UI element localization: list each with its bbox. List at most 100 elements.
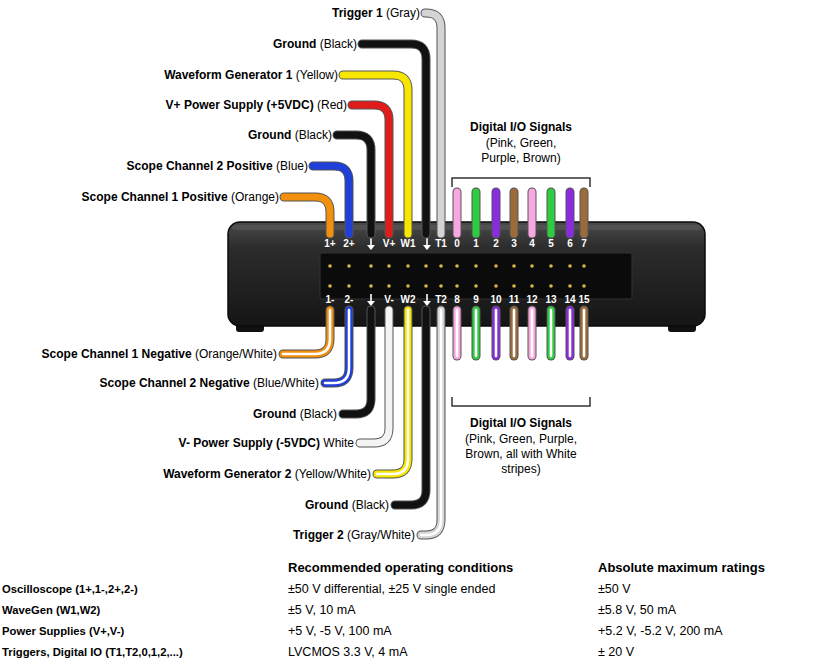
digital-wire xyxy=(453,192,462,234)
wire-label: Ground xyxy=(248,128,291,142)
device-body xyxy=(228,222,705,332)
pin-label: 1- xyxy=(326,294,335,305)
table-cell: ±5.8 V, 50 mA xyxy=(598,603,676,617)
wire-stripe xyxy=(583,310,586,356)
table-cell-line: ±50 V differential, ±25 V single ended xyxy=(288,581,495,597)
wire-label: (Orange/White) xyxy=(195,347,277,361)
pin-label-line: 2- xyxy=(338,292,360,308)
pin-dot xyxy=(568,264,572,268)
pin-label: W2 xyxy=(401,294,416,305)
group-description: (Pink, Green, Purple, Brown, all with Wh… xyxy=(465,432,577,476)
ground-symbol xyxy=(367,238,431,306)
wire-label: (Orange) xyxy=(231,190,279,204)
pin-label: 2+ xyxy=(343,238,354,249)
wire-stripe xyxy=(550,310,553,356)
pin-label-line: V- xyxy=(378,292,400,308)
pin-label: 8 xyxy=(454,294,460,305)
table-row-header: Triggers, Digital IO (T1,T2,0,1,2,...) xyxy=(2,646,183,658)
wire-label: (Black) xyxy=(295,128,332,142)
pin-label: 5 xyxy=(548,238,554,249)
wire xyxy=(283,310,441,535)
group-description-line: (Pink, Green, Purple, Brown) xyxy=(471,136,571,166)
digital-wire xyxy=(492,192,501,234)
wire-label: Waveform Generator 2 xyxy=(163,467,291,481)
pin-label-line: 1 xyxy=(465,236,487,252)
pin-label: 0 xyxy=(454,238,460,249)
table-header-line: Recommended operating conditions xyxy=(288,560,513,576)
wire-label-line: Ground (Black) xyxy=(273,36,357,52)
digital-wire xyxy=(567,192,574,234)
digital-wire xyxy=(529,192,536,234)
digital-wire xyxy=(547,192,556,234)
wire-label-line: Ground (Black) xyxy=(248,127,332,143)
table-row-header: Power Supplies (V+,V-) xyxy=(2,625,124,637)
wire-label: (Yellow/White) xyxy=(295,467,371,481)
pin-label-line: W2 xyxy=(397,292,419,308)
wire-label-line: Scope Channel 2 Positive (Blue) xyxy=(127,158,308,174)
group-heading-line: Digital I/O Signals xyxy=(451,119,591,135)
wire-label: Scope Channel 2 Negative xyxy=(100,376,250,390)
pin-dot xyxy=(530,284,534,288)
table-cell-line: +5 V, -5 V, 100 mA xyxy=(288,623,392,639)
wire-label-line: Scope Channel 2 Negative (Blue/White) xyxy=(100,375,319,391)
pin-dot xyxy=(549,284,553,288)
pin-label-line: 6 xyxy=(559,236,581,252)
pin-label-line: 11 xyxy=(503,292,525,308)
digital-wire xyxy=(511,192,518,234)
table-cell-line: +5.2 V, -5.2 V, 200 mA xyxy=(598,623,723,639)
wire-label: (Black) xyxy=(300,407,337,421)
wire-label-line: Trigger 2 (Gray/White) xyxy=(293,527,415,543)
digital-wire xyxy=(548,192,555,234)
pin-label-line: 5 xyxy=(540,236,562,252)
wire-label: (Black) xyxy=(352,498,389,512)
wire-label: Scope Channel 2 Positive xyxy=(127,159,273,173)
pin-label-line: 0 xyxy=(446,236,468,252)
table-cell: ± 20 V xyxy=(598,645,634,659)
wire-label: (Blue) xyxy=(276,159,308,173)
wire-label-line: Waveform Generator 2 (Yellow/White) xyxy=(163,466,371,482)
wire-label: Ground xyxy=(273,37,316,51)
digital-wire xyxy=(529,310,536,356)
pin-dot xyxy=(328,264,332,268)
pin-label-line: 15 xyxy=(573,292,595,308)
pin-dot xyxy=(568,284,572,288)
pin-dot xyxy=(582,264,586,268)
digital-wire xyxy=(493,310,500,356)
table-cell-line: LVCMOS 3.3 V, 4 mA xyxy=(288,644,408,660)
pin-label-line: 9 xyxy=(465,292,487,308)
wire-stripe xyxy=(456,310,459,356)
digital-wire xyxy=(547,310,556,356)
table-row-header: WaveGen (W1,W2) xyxy=(2,604,100,616)
wire-label: Waveform Generator 1 xyxy=(164,68,292,82)
table-cell: ±5 V, 10 mA xyxy=(288,603,356,617)
pin-label: 2 xyxy=(493,238,499,249)
table-row-header: Oscilloscope (1+,1-,2+,2-) xyxy=(2,583,138,595)
pin-dot xyxy=(424,284,428,288)
wire-stripe xyxy=(475,310,478,356)
pin-dot xyxy=(439,264,443,268)
digital-wire xyxy=(510,310,519,356)
pin-label: 14 xyxy=(564,294,575,305)
pin-label: V+ xyxy=(383,238,396,249)
digital-wire xyxy=(580,310,589,356)
wire-label: (Red) xyxy=(317,98,347,112)
digital-wire xyxy=(510,192,519,234)
pin-dot xyxy=(369,284,373,288)
pin-label: 10 xyxy=(490,294,501,305)
pin-dot xyxy=(455,264,459,268)
pin-dot xyxy=(530,264,534,268)
bracket xyxy=(452,178,590,406)
group-heading: Digital I/O Signals xyxy=(470,120,572,134)
pin-label: T2 xyxy=(435,294,447,305)
digital-wire xyxy=(566,310,575,356)
table-row-header-line: Power Supplies (V+,V-) xyxy=(2,623,124,639)
pin-dot xyxy=(474,264,478,268)
pin-label: 12 xyxy=(526,294,537,305)
group-heading: Digital I/O Signals xyxy=(470,416,572,430)
pin-label-line: W1 xyxy=(397,236,419,252)
digital-wire xyxy=(454,192,461,234)
table-cell: +5 V, -5 V, 100 mA xyxy=(288,624,392,638)
table-cell-line: ± 20 V xyxy=(598,644,634,660)
table-cell-line: ±50 V xyxy=(598,581,631,597)
pin-dot xyxy=(439,284,443,288)
